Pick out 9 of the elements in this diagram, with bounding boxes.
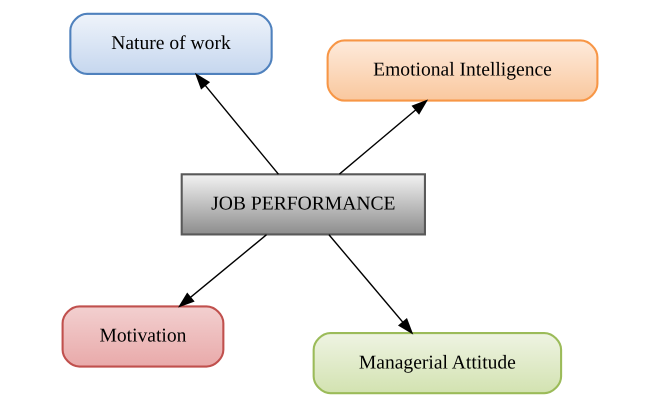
arrow xyxy=(194,72,279,175)
node-box: JOB PERFORMANCE xyxy=(180,173,426,236)
arrow xyxy=(328,234,414,335)
node-box: Managerial Attitude xyxy=(312,332,562,394)
node-box: Emotional Intelligence xyxy=(326,39,598,102)
arrow xyxy=(178,234,267,308)
node-box: Motivation xyxy=(62,305,224,368)
node-box: Nature of work xyxy=(69,12,273,76)
arrow xyxy=(339,99,428,175)
